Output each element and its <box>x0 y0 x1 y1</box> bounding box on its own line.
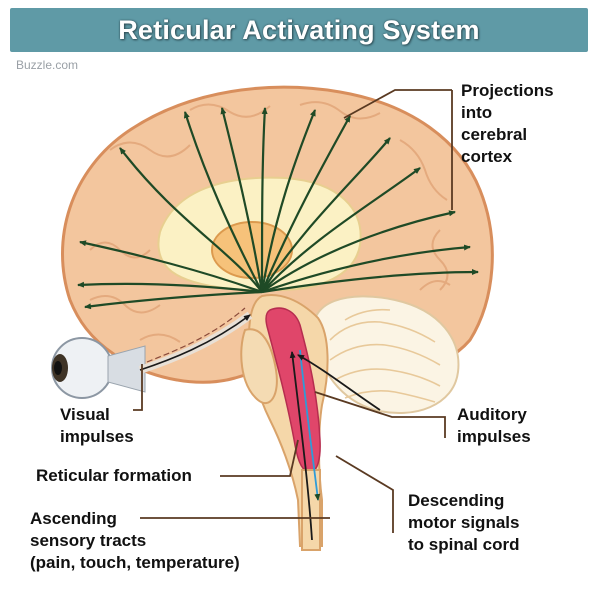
watermark: Buzzle.com <box>16 58 79 72</box>
label-ascending-line: sensory tracts <box>30 531 147 550</box>
visual-signal-arrow <box>139 314 251 371</box>
label-visual: Visual impulses <box>60 404 134 448</box>
label-reticular-line: Reticular formation <box>36 466 192 485</box>
label-ascending-line: (pain, touch, temperature) <box>30 553 240 572</box>
label-projections-line: Projections <box>461 81 554 100</box>
label-ascending-line: Ascending <box>30 509 117 528</box>
cerebellum <box>312 295 460 415</box>
label-descending-line: motor signals <box>408 513 520 532</box>
label-reticular-formation: Reticular formation <box>36 465 192 487</box>
pons <box>240 328 278 405</box>
label-descending-line: to spinal cord <box>408 535 520 554</box>
label-descending: Descending motor signals to spinal cord <box>408 490 519 556</box>
title-bar: Reticular Activating System <box>10 8 588 52</box>
label-auditory-line: impulses <box>457 427 531 446</box>
spinal-cord <box>301 469 321 551</box>
visual-signal-path <box>146 307 246 363</box>
eye-icon <box>51 337 146 399</box>
diagram-title: Reticular Activating System <box>118 15 480 45</box>
label-visual-line: Visual <box>60 405 110 424</box>
auditory-arrow <box>297 354 381 411</box>
label-ascending: Ascending sensory tracts (pain, touch, t… <box>30 508 240 574</box>
label-auditory: Auditory impulses <box>457 404 531 448</box>
label-projections: Projections into cerebral cortex <box>461 80 554 168</box>
label-projections-line: into <box>461 103 493 122</box>
leader-lines <box>133 89 453 533</box>
label-auditory-line: Auditory <box>457 405 527 424</box>
label-descending-line: Descending <box>408 491 505 510</box>
label-visual-line: impulses <box>60 427 134 446</box>
projection-arrows <box>77 107 479 310</box>
label-projections-line: cortex <box>461 147 513 166</box>
descending-arrow <box>299 349 321 501</box>
cortex-folds <box>89 101 451 343</box>
label-projections-line: cerebral <box>461 125 528 144</box>
